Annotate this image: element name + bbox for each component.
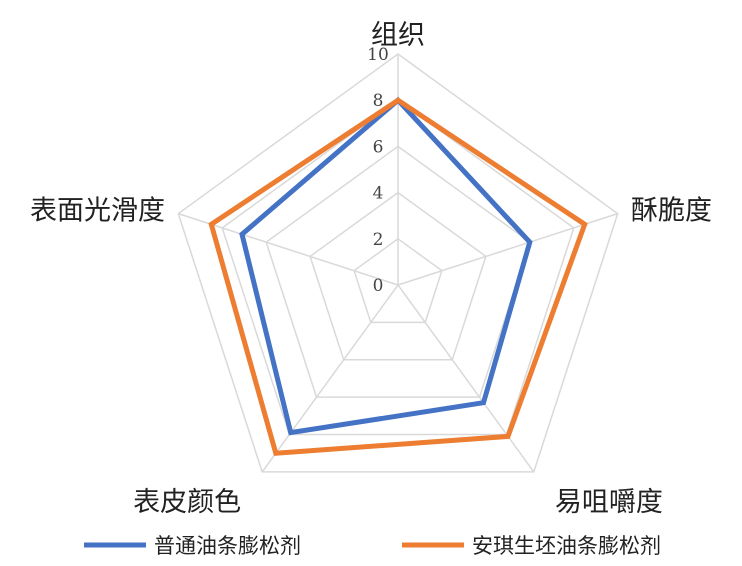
tick-label-5: 10 [367,45,389,65]
grid-spoke-2 [397,284,535,473]
axis-label-1: 酥脆度 [631,195,712,226]
grid-spoke-1 [397,212,618,286]
grid-ring-2 [309,191,487,361]
tick-label-2: 4 [373,184,384,204]
axis-label-4: 表面光滑度 [30,195,165,226]
axis-label-0: 组织 [371,20,425,51]
grid-ring-5 [177,53,619,473]
axis-label-3: 表皮颜色 [133,487,241,518]
legend-item-0: 普通油条膨松剂 [84,534,301,558]
series-line-0 [239,96,533,436]
legend: 普通油条膨松剂 安琪生坯油条膨松剂 [84,534,661,558]
legend-label-0: 普通油条膨松剂 [154,534,301,558]
series-layer [208,96,588,456]
grid-ring-4 [221,99,575,436]
tick-label-1: 2 [373,230,384,250]
axis-label-2: 易咀嚼度 [555,487,663,518]
grid-ring-3 [265,145,531,398]
grid-ring-1 [353,237,443,324]
grid-spoke-3 [261,284,399,473]
legend-item-1: 安琪生坯油条膨松剂 [402,534,661,558]
tick-label-0: 0 [373,276,384,296]
grid-layer [177,53,619,473]
tick-label-4: 8 [373,91,384,111]
tick-label-3: 6 [373,137,384,157]
grid-spoke-4 [178,212,399,286]
series-line-1 [208,97,588,456]
tick-labels: 0 2 4 6 8 10 [367,45,389,296]
legend-label-1: 安琪生坯油条膨松剂 [472,534,661,558]
